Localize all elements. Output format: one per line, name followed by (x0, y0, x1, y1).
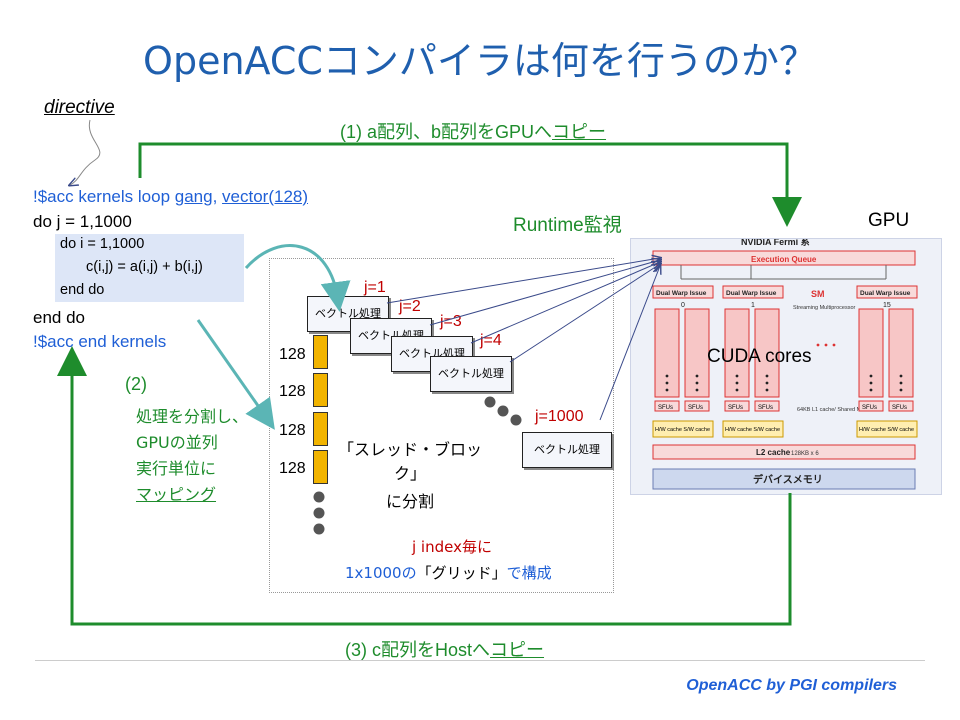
monitor-line (386, 258, 660, 304)
inner-loop-box (55, 234, 244, 302)
grid-text-compose: で構成 (506, 564, 552, 582)
continuation-dot (313, 491, 325, 503)
dual-warp-label: Dual Warp Issue (656, 290, 707, 297)
l2-size-label: 128KB x 6 (791, 451, 819, 457)
grid-text-jindex: j index毎に (412, 538, 492, 556)
step1-text: (1) a配列、b配列をGPUへ (340, 122, 553, 142)
sfu-label: SFUs (658, 405, 673, 411)
code-line-acc-kernels: !$acc kernels loop gang, vector(128) (33, 187, 308, 207)
vector-card: ベクトル処理 (430, 356, 512, 392)
footer-divider (35, 660, 925, 661)
directive-label: directive (44, 97, 115, 118)
step2-mapping-link[interactable]: マッピング (136, 485, 217, 504)
block-size-label: 128 (279, 422, 306, 439)
continuation-dot (313, 507, 325, 519)
core-ellipsis (665, 343, 903, 392)
code-vector: vector(128) (222, 187, 309, 206)
l2-cache-label: L2 cache (756, 448, 791, 457)
monitor-line (599, 266, 660, 421)
step3-copy-link[interactable]: コピー (490, 640, 545, 660)
grid-text-line2: 1x1000の「グリッド」で構成 (345, 562, 552, 583)
exec-queue-label: Execution Queue (751, 255, 817, 264)
grid-text-size: 1x1000の (345, 564, 417, 582)
code-gang: gang (174, 187, 213, 206)
l2-cache-box (652, 444, 916, 460)
mapping-arrow-block (196, 319, 275, 430)
fermi-header: NVIDIA Fermi 系 (741, 239, 810, 247)
j-label: j=1000 (535, 408, 584, 425)
thread-block (313, 373, 328, 407)
sm-label: SM (811, 289, 825, 299)
step2-line2: GPUの並列 (136, 433, 218, 452)
block-size-label: 128 (279, 383, 306, 400)
sfu-label: SFUs (862, 405, 877, 411)
vector-card: ベクトル処理 (522, 432, 612, 468)
code-line-end-do-inner: end do (60, 282, 105, 298)
hw-cache-label: H/W cache S/W cache (859, 427, 914, 433)
l1-label: 64KB L1 cache/ Shared Mem (797, 407, 869, 413)
thread-block (313, 412, 328, 446)
step3-label: (3) c配列をHostへコピー (345, 636, 544, 662)
thread-block-text: 「スレッド・ブロック」 に分割 (330, 436, 490, 512)
sm-sub-label: Streaming Multiprocessor (793, 305, 856, 311)
thread-block (313, 450, 328, 484)
step2-line3: 実行単位に (136, 459, 217, 478)
code-line-do-j: do j = 1,1000 (33, 212, 132, 231)
dual-warp-label: Dual Warp Issue (726, 290, 777, 297)
block-size-label: 128 (279, 346, 306, 363)
hw-cache-label: H/W cache S/W cache (725, 427, 780, 433)
code-line-assign: c(i,j) = a(i,j) + b(i,j) (86, 259, 203, 275)
monitor-line (509, 264, 660, 363)
sfu-label: SFUs (758, 405, 773, 411)
page-title: OpenACCコンパイラは何を行うのか？ (143, 39, 817, 83)
j-label: j=2 (399, 298, 421, 315)
sm-group-0: Dual Warp Issue 0 SFUs SFUs H/W cache S/… (652, 285, 714, 438)
step3-arrow (57, 346, 792, 626)
step3-text: (3) c配列をHostへ (345, 640, 491, 660)
sfu-label: SFUs (688, 405, 703, 411)
grid-text-line1: j index毎に (412, 536, 492, 557)
step1-arrow (138, 142, 802, 227)
thread-block (313, 335, 328, 369)
step1-copy-link[interactable]: コピー (552, 122, 607, 142)
directive-pointer (70, 119, 101, 185)
sfu-label: SFUs (892, 405, 907, 411)
thread-block-line1: 「スレッド・ブロック」 (337, 440, 482, 483)
sm-index: 0 (681, 302, 685, 309)
code-comma: , (212, 187, 223, 206)
code-line-end-do: end do (33, 308, 85, 327)
mapping-arrow-vector (244, 244, 351, 312)
continuation-dot (510, 414, 522, 426)
monitor-line (429, 260, 660, 326)
sm-index: 1 (751, 302, 755, 309)
sfu-label: SFUs (728, 405, 743, 411)
device-memory-box (652, 468, 916, 490)
dual-warp-label: Dual Warp Issue (860, 290, 911, 297)
monitor-line (470, 262, 660, 344)
step2-description: 処理を分割し、 GPUの並列 実行単位に マッピング (136, 404, 248, 508)
j-label: j=1 (364, 279, 386, 296)
runtime-label: Runtime監視 (513, 215, 622, 236)
continuation-dot (313, 523, 325, 535)
hw-cache-label: H/W cache S/W cache (655, 427, 710, 433)
step2-number: (2) (125, 374, 147, 394)
continuation-dot (484, 396, 496, 408)
code-acc-prefix: !$acc kernels loop (33, 187, 175, 206)
cuda-cores-label: CUDA cores (707, 346, 812, 367)
device-memory-label: デバイスメモリ (753, 473, 823, 486)
thread-block-line2: に分割 (385, 492, 434, 511)
footer-credit: OpenACC by PGI compilers (686, 677, 897, 694)
continuation-dot (497, 405, 509, 417)
step1-label: (1) a配列、b配列をGPUへコピー (340, 118, 606, 144)
j-label: j=4 (480, 332, 502, 349)
step2-line1: 処理を分割し、 (136, 407, 249, 426)
code-line-do-i: do i = 1,1000 (60, 236, 145, 252)
gpu-label: GPU (868, 210, 910, 231)
block-size-label: 128 (279, 460, 306, 477)
sm-index: 15 (883, 302, 891, 309)
grid-text-grid: 「グリッド」 (416, 564, 507, 582)
